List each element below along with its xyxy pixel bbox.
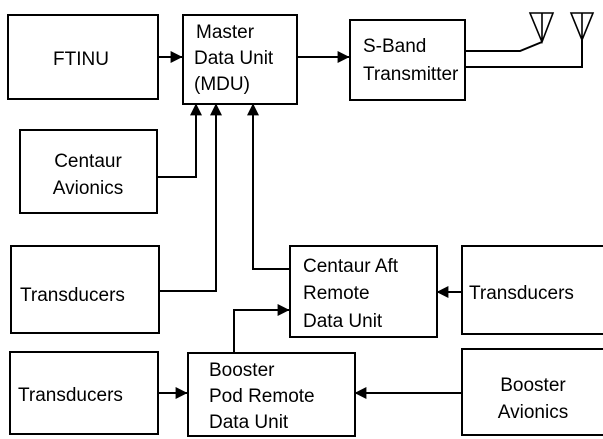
sband-to-antenna-1-line <box>465 41 543 52</box>
ftinu-block: FTINU <box>7 14 159 100</box>
centaur-avionics-block: Centaur Avionics <box>19 129 158 214</box>
centaur-aft-to-mdu-arrow <box>247 103 290 270</box>
transducers-left-block: Transducers <box>10 245 160 334</box>
transducers-right-block: Transducers <box>461 245 603 335</box>
node-label: (MDU) <box>194 74 250 95</box>
centaur-avionics-to-mdu-arrow <box>157 103 202 178</box>
antenna-1-icon <box>528 12 555 45</box>
node-label: S-Band <box>363 36 426 57</box>
node-label: Data Unit <box>209 412 289 433</box>
booster-pod-to-centaur-aft-arrow <box>233 304 290 353</box>
node-label: Transducers <box>469 283 574 304</box>
mdu-block: Master Data Unit (MDU) <box>182 14 298 105</box>
node-label: Pod Remote <box>209 386 315 407</box>
sband-transmitter-block: S-Band Transmitter <box>349 19 466 101</box>
node-label: Centaur Aft <box>303 256 399 277</box>
node-label: Booster <box>500 375 566 396</box>
connection-lines <box>157 40 583 399</box>
node-label: Data Unit <box>194 48 274 69</box>
node-label: Data Unit <box>303 311 383 332</box>
transducers-bottom-block: Transducers <box>9 351 159 435</box>
node-label: FTINU <box>53 49 109 70</box>
node-label: Avionics <box>53 178 123 199</box>
sband-to-antenna-2-line <box>465 40 583 68</box>
node-label: Master <box>196 22 255 43</box>
node-label: Transducers <box>18 385 123 406</box>
booster-pod-rdu-block: Booster Pod Remote Data Unit <box>187 352 356 437</box>
antenna-2-icon <box>569 12 595 43</box>
node-label: Transmitter <box>363 64 459 85</box>
booster-avionics-block: Booster Avionics <box>461 348 603 436</box>
node-label: Remote <box>303 283 370 304</box>
transducers-left-to-mdu-arrow <box>159 103 222 292</box>
node-label: Centaur <box>54 151 122 172</box>
centaur-aft-rdu-block: Centaur Aft Remote Data Unit <box>289 245 438 338</box>
node-label: Avionics <box>498 402 568 423</box>
node-label: Transducers <box>20 285 125 306</box>
node-label: Booster <box>209 360 275 381</box>
